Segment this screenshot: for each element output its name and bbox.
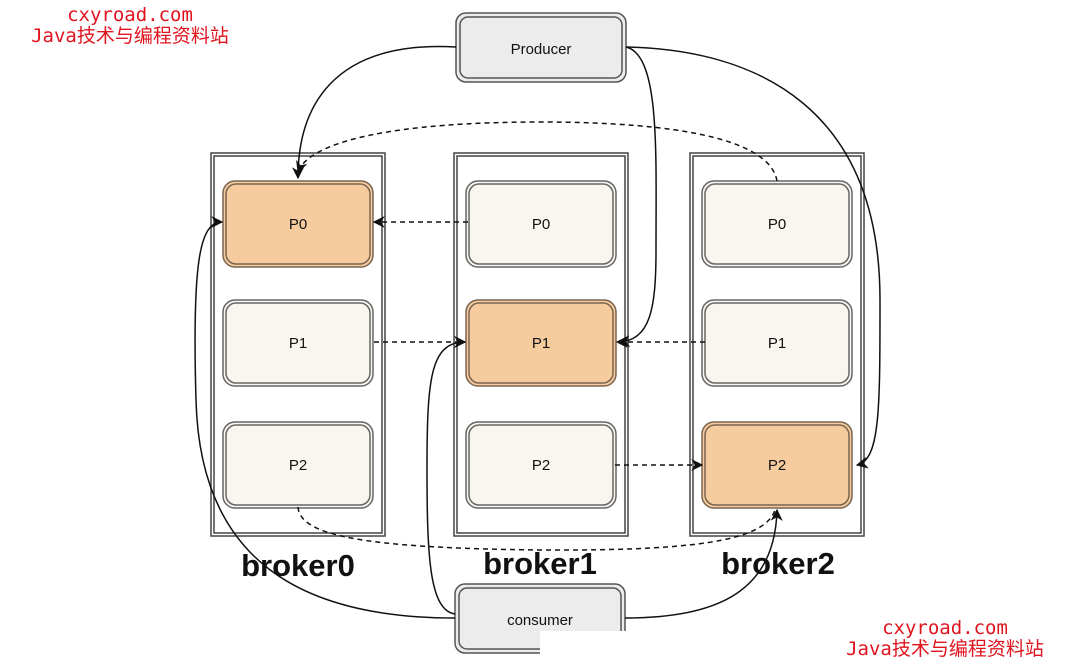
broker0-label: broker0 bbox=[241, 548, 355, 583]
partition-label: P1 bbox=[289, 335, 307, 352]
broker0-container bbox=[210, 152, 386, 537]
broker1-label: broker1 bbox=[483, 546, 597, 581]
watermark-tagline: Java技术与编程资料站 bbox=[31, 25, 229, 47]
producer-to-broker2-p2 bbox=[625, 46, 881, 469]
producer-to-broker1-p1 bbox=[617, 46, 657, 348]
partition-broker1-p0-follower: P0 bbox=[465, 180, 617, 268]
producer-label: Producer bbox=[511, 41, 572, 58]
partition-broker2-p1-follower: P1 bbox=[701, 299, 853, 387]
partition-broker0-p0-leader: P0 bbox=[222, 180, 374, 268]
broker2-label: broker2 bbox=[721, 546, 835, 581]
watermark-bottom-right: cxyroad.com Java技术与编程资料站 bbox=[810, 618, 1080, 660]
replication-broker2-p0-to-broker0-p0 bbox=[296, 121, 778, 182]
partition-broker1-p2-follower: P2 bbox=[465, 421, 617, 509]
consumer-to-broker2-p2 bbox=[624, 508, 783, 619]
watermark-tagline: Java技术与编程资料站 bbox=[846, 638, 1044, 660]
partition-label: P2 bbox=[532, 457, 550, 474]
white-mask-overlay bbox=[540, 631, 830, 669]
consumer-to-broker0-p0 bbox=[194, 216, 456, 619]
watermark-site: cxyroad.com bbox=[882, 617, 1008, 639]
broker2-container bbox=[689, 152, 865, 537]
partition-broker1-p1-leader: P1 bbox=[465, 299, 617, 387]
partition-label: P2 bbox=[289, 457, 307, 474]
replication-broker0-p2-to-broker2-p2 bbox=[297, 506, 776, 551]
partition-label: P2 bbox=[768, 457, 786, 474]
partition-label: P1 bbox=[768, 335, 786, 352]
watermark-top-left: cxyroad.com Java技术与编程资料站 bbox=[0, 5, 260, 47]
consumer-label: consumer bbox=[507, 612, 573, 629]
partition-broker0-p1-follower: P1 bbox=[222, 299, 374, 387]
partition-label: P1 bbox=[532, 335, 550, 352]
partition-label: P0 bbox=[289, 216, 307, 233]
partition-broker0-p2-follower: P2 bbox=[222, 421, 374, 509]
partition-label: P0 bbox=[768, 216, 786, 233]
producer-box: Producer bbox=[455, 12, 627, 83]
partition-label: P0 bbox=[532, 216, 550, 233]
partition-broker2-p0-follower: P0 bbox=[701, 180, 853, 268]
consumer-to-broker1-p1 bbox=[426, 336, 467, 615]
watermark-site: cxyroad.com bbox=[67, 4, 193, 26]
partition-broker2-p2-leader: P2 bbox=[701, 421, 853, 509]
producer-to-broker0-p0 bbox=[292, 45, 457, 180]
